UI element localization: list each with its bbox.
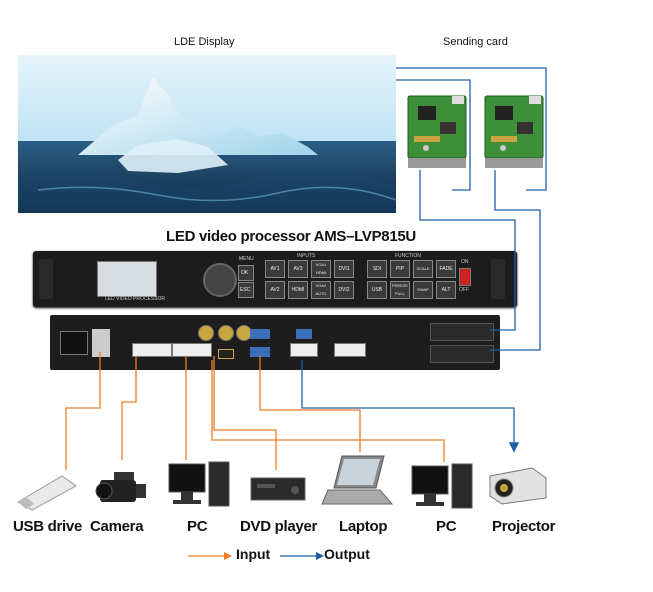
button-fade[interactable]: FADE xyxy=(436,260,456,278)
switch-off-label: OFF xyxy=(459,287,469,293)
front-panel-label: LED VIDEO PROCESSOR xyxy=(105,296,166,302)
button-hdmi[interactable]: HDMI xyxy=(288,281,308,299)
button-sdi[interactable]: SDI xyxy=(367,260,387,278)
power-switch[interactable] xyxy=(459,268,471,286)
vga-port-2 xyxy=(250,347,270,357)
sending-card-slot-2 xyxy=(430,345,494,363)
projector-image xyxy=(489,467,547,505)
button-menu[interactable]: MENU xyxy=(239,256,254,262)
laptop-image xyxy=(321,455,394,505)
device-label-camera: Camera xyxy=(90,518,144,535)
device-label-pc-1: PC xyxy=(187,518,208,535)
power-socket xyxy=(60,331,88,355)
button-swap[interactable]: SWAP xyxy=(413,281,433,299)
control-knob[interactable] xyxy=(203,263,237,297)
button-ok-label: OK xyxy=(241,270,249,276)
inputs-button-grid: AV1 AV3 VGA1 HDMI DVI1 AV2 HDMI VGA2 AUT… xyxy=(265,260,357,299)
function-button-grid: SDI PIP SCALE FADE USB FREEZE FULL SWAP … xyxy=(367,260,459,299)
usb-drive-image xyxy=(17,475,77,511)
output-dvi-port xyxy=(290,343,318,357)
processor-title: LED video processor AMS–LVP815U xyxy=(166,228,416,245)
device-label-usb-drive: USB drive xyxy=(13,518,82,535)
led-display-image xyxy=(18,55,396,213)
button-ok[interactable]: OK xyxy=(238,265,254,281)
function-group-label: FUNCTION xyxy=(395,253,421,259)
dvi-input-port-2 xyxy=(172,343,212,357)
switch-on-label: ON xyxy=(461,259,469,265)
button-dvi1[interactable]: DVI1 xyxy=(334,260,354,278)
device-label-pc-2: PC xyxy=(436,518,457,535)
hdmi-port xyxy=(218,349,234,359)
sending-card-slot-1 xyxy=(430,323,494,341)
dvd-player-image xyxy=(250,477,306,501)
lcd-screen xyxy=(97,261,157,297)
button-pip[interactable]: PIP xyxy=(390,260,410,278)
button-esc[interactable]: ESC xyxy=(238,282,254,298)
inputs-group-label: INPUTS xyxy=(297,253,316,259)
device-label-dvd-player: DVD player xyxy=(240,518,318,535)
dvi-input-port xyxy=(132,343,172,357)
legend-output-arrow xyxy=(280,552,324,560)
button-esc-label: ESC xyxy=(240,287,251,293)
button-dvi2[interactable]: DVI2 xyxy=(334,281,354,299)
button-usb[interactable]: USB xyxy=(367,281,387,299)
bnc-port-1 xyxy=(198,325,214,341)
button-av3[interactable]: AV3 xyxy=(288,260,308,278)
bnc-port-2 xyxy=(218,325,234,341)
pc-1-image xyxy=(168,461,230,507)
processor-front-panel: LED VIDEO PROCESSOR MENU OK ESC INPUTS A… xyxy=(33,251,517,307)
pc-2-image xyxy=(411,463,473,509)
legend-input-arrow xyxy=(188,552,232,560)
sending-card-1 xyxy=(407,95,467,168)
sending-card-title: Sending card xyxy=(443,36,508,48)
camera-image xyxy=(95,472,146,502)
rack-ear-left xyxy=(39,259,53,299)
button-av1[interactable]: AV1 xyxy=(265,260,285,278)
ethernet-port xyxy=(92,329,110,357)
legend-input-label: Input xyxy=(236,546,271,562)
button-scale[interactable]: SCALE xyxy=(413,260,433,278)
output-dvi-port-2 xyxy=(334,343,366,357)
device-label-projector: Projector xyxy=(492,518,556,535)
sending-card-2 xyxy=(484,95,544,168)
button-alt[interactable]: ALT xyxy=(436,281,456,299)
button-vga1-hdmi[interactable]: VGA1 HDMI xyxy=(311,260,331,278)
button-vga2-auto[interactable]: VGA2 AUTO xyxy=(311,281,331,299)
legend-output-label: Output xyxy=(324,546,370,562)
device-label-laptop: Laptop xyxy=(339,518,388,535)
vga-port-1 xyxy=(250,329,270,339)
output-vga-port xyxy=(296,329,312,339)
display-title: LDE Display xyxy=(174,36,235,48)
button-freeze-full[interactable]: FREEZE FULL xyxy=(390,281,410,299)
button-av2[interactable]: AV2 xyxy=(265,281,285,299)
rack-ear-right xyxy=(491,259,505,299)
processor-back-panel xyxy=(50,315,500,370)
